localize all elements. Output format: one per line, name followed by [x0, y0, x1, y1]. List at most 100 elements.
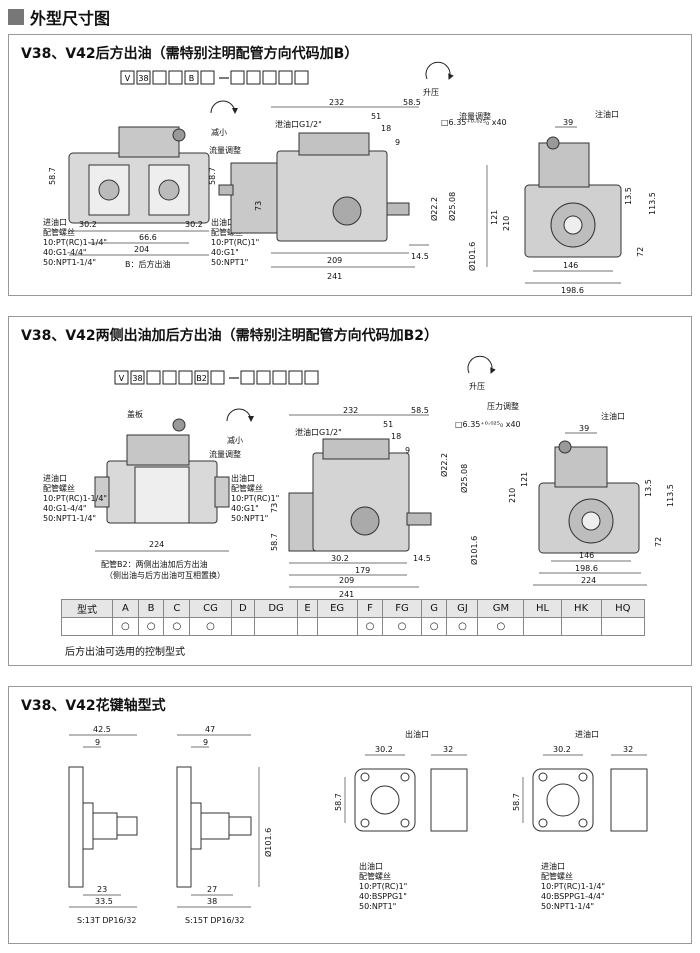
dim-dia-25-08: Ø25.08 [447, 192, 457, 221]
page-header: 外型尺寸图 [8, 6, 110, 28]
table-header-cell: G [420, 599, 448, 618]
table-cell [600, 617, 646, 636]
shaft1-dim-42-5: 42.5 [93, 725, 111, 734]
code-box [272, 370, 287, 385]
dim-58-7-right: 58.7 [208, 167, 217, 185]
code-box [230, 70, 245, 85]
dim-14-5: 14.5 [411, 252, 429, 261]
inlet-flange-spec-10: 10:PT(RC)1-1/4" [541, 882, 605, 891]
inlet-flange [532, 768, 648, 832]
table-row: ○○○○○○○○○ [61, 617, 646, 636]
outlet-flange-spec-40: 40:BSPPG1" [359, 892, 407, 901]
inlet-spec-40: 40:G1-4/4" [43, 248, 87, 257]
dim-232: 232 [343, 406, 358, 415]
outlet-spec-10: 10:PT(RC)1" [231, 494, 279, 503]
dim-210: 210 [508, 488, 517, 503]
dim-58-7-left: 58.7 [48, 167, 57, 185]
table-cell: ○ [112, 617, 139, 636]
reduce-label: 减小 [227, 435, 243, 445]
inlet-flange-thread: 配管螺丝 [541, 871, 573, 881]
table-cell: ○ [356, 617, 384, 636]
dim-241: 241 [327, 272, 342, 281]
dim-72: 72 [654, 537, 663, 547]
table-header-cell: FG [382, 599, 422, 618]
dim-209: 209 [339, 576, 354, 585]
shaft1-dim-23: 23 [97, 885, 107, 894]
pump-end-view [538, 440, 640, 554]
code-box [200, 70, 215, 85]
dim-58-7: 58.7 [270, 533, 279, 551]
dim-121: 121 [520, 472, 529, 487]
inlet-flange-label: 进油口 [541, 861, 565, 871]
code-box [168, 70, 183, 85]
inlet-label: 进油口 [43, 473, 67, 483]
dim-dia-22-2: Ø22.2 [439, 453, 449, 477]
code-box [194, 370, 209, 385]
inlet-flange-dim-58-7: 58.7 [512, 793, 521, 811]
code-box [120, 70, 135, 85]
dim-dia-25-08: Ø25.08 [459, 464, 469, 493]
pump-end-view [524, 136, 622, 258]
outlet-spec-40: 40:G1" [231, 504, 259, 513]
table-header-cell: C [163, 599, 191, 618]
table-header-cell: F [356, 599, 384, 618]
shaft1-dim-9: 9 [95, 738, 100, 747]
code-box [130, 370, 145, 385]
code-box [288, 370, 303, 385]
code-box [152, 70, 167, 85]
code-box [278, 70, 293, 85]
code-box [114, 370, 129, 385]
dim-dia-22-2: Ø22.2 [429, 197, 439, 221]
code-box [262, 70, 277, 85]
dim-198-6: 198.6 [561, 286, 584, 295]
table-header-type: 型式 [61, 599, 113, 618]
dim-30-2-left: 30.2 [79, 220, 97, 229]
dim-224-end: 224 [581, 576, 596, 585]
drain-label: 泄油口G1/2" [275, 119, 322, 129]
shaft2-spec: S:15T DP16/32 [185, 916, 244, 925]
spline-shaft-15t [176, 766, 252, 888]
code-box-text: B2 [196, 374, 207, 383]
code-box [210, 370, 225, 385]
flow-adjust-label: 流量调整 [209, 449, 241, 459]
inlet-flange-dim-32: 32 [623, 745, 633, 754]
flow-adjust-label-1: 流量调整 [209, 145, 241, 155]
inlet-label: 进油口 [43, 217, 67, 227]
dim-73: 73 [254, 201, 263, 211]
b2-note-1: 配管B2：两侧出油加后方出油 [101, 559, 208, 569]
dim-73: 73 [270, 503, 279, 513]
code-box [246, 70, 261, 85]
dim-232: 232 [329, 98, 344, 107]
rise-label: 升压 [469, 382, 485, 391]
table-header-cell: B [137, 599, 165, 618]
section3-title: V38、V42花键轴型式 [21, 698, 166, 714]
outlet-spec-40: 40:G1" [211, 248, 239, 257]
outlet-label: 出油口 [231, 473, 255, 483]
b2-note-2: （侧出油与后方出油可互相置换） [105, 570, 225, 580]
table-cell [523, 617, 562, 636]
dim-dia-101-6: Ø101.6 [467, 242, 477, 271]
section-spline-shaft: V38、V42花键轴型式 42.5 9 23 33.5 S:13T DP16/3… [8, 686, 692, 944]
pump-front-view [94, 418, 230, 524]
code-box [136, 70, 151, 85]
code-box [240, 370, 255, 385]
inlet-spec-50: 50:NPT1-1/4" [43, 514, 96, 523]
table-cell [297, 617, 318, 636]
code-box [294, 70, 309, 85]
pressure-adjust-label: 压力调整 [487, 401, 519, 411]
rear-outlet-note: B：后方出油 [125, 259, 171, 269]
oil-fill-label: 注油口 [601, 411, 625, 421]
table-header-cell: DG [253, 599, 299, 618]
table-cell [560, 617, 602, 636]
table-cell [61, 617, 113, 636]
code-box [304, 370, 319, 385]
outlet-flange-spec-50: 50:NPT1" [359, 902, 396, 911]
inlet-thread: 配管螺丝 [43, 483, 75, 493]
inlet-flange-dim-30-2: 30.2 [553, 745, 571, 754]
shaft1-dim-33-5: 33.5 [95, 897, 113, 906]
dim-39: 39 [563, 118, 573, 127]
rise-rotation-icon [425, 61, 454, 80]
